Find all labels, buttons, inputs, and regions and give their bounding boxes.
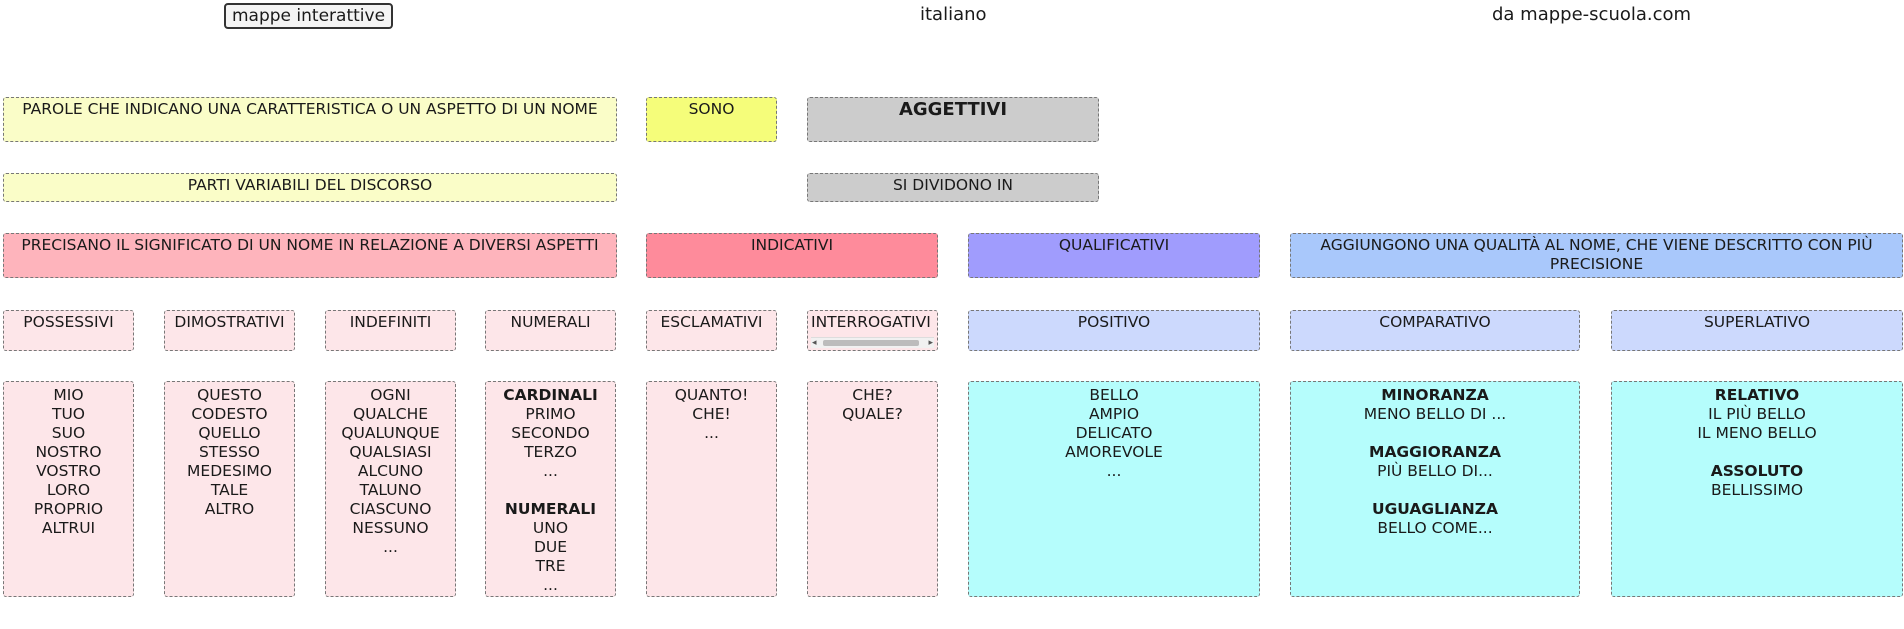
list-item: NOSTRO [35, 443, 102, 461]
indefiniti-box: INDEFINITI [325, 310, 456, 351]
list-item: QUESTO [197, 386, 262, 404]
source-label: da mappe-scuola.com [1492, 4, 1692, 25]
positivo-examples: BELLO AMPIO DELICATO AMOREVOLE ... [968, 381, 1260, 597]
sono-box: SONO [646, 97, 777, 142]
assoluto-heading: ASSOLUTO [1710, 462, 1804, 480]
list-item: AMPIO [1088, 405, 1140, 423]
superlativo-box: SUPERLATIVO [1611, 310, 1903, 351]
scroll-left-icon[interactable]: ◂ [812, 338, 817, 348]
dimostrativi-box: DIMOSTRATIVI [164, 310, 295, 351]
list-item: QUALCHE [352, 405, 429, 423]
list-item: SECONDO [511, 424, 590, 442]
list-item: TUO [51, 405, 85, 423]
precisano-box: PRECISANO IL SIGNIFICATO DI UN NOME IN R… [3, 233, 617, 278]
scroll-right-icon[interactable]: ▸ [928, 338, 933, 348]
list-item: MEDESIMO [187, 462, 272, 480]
list-item: SUO [51, 424, 86, 442]
list-item: BELLISSIMO [1710, 481, 1804, 499]
list-item: CODESTO [191, 405, 268, 423]
interrogativi-examples: CHE? QUALE? [807, 381, 938, 597]
esclamativi-examples: QUANTO! CHE! ... [646, 381, 777, 597]
list-item: CHE! [692, 405, 731, 423]
comparativo-examples: MINORANZA MENO BELLO DI ... MAGGIORANZA … [1290, 381, 1580, 597]
possessivi-box: POSSESSIVI [3, 310, 134, 351]
list-item: QUALUNQUE [341, 424, 440, 442]
cardinali-heading: CARDINALI [503, 386, 598, 404]
list-item: ALTRO [204, 500, 255, 518]
list-item: TALUNO [359, 481, 422, 499]
list-item: QUELLO [198, 424, 261, 442]
spacer [492, 481, 609, 500]
list-item: QUALE? [842, 405, 903, 423]
superlativo-examples: RELATIVO IL PIÙ BELLO IL MENO BELLO ASSO… [1611, 381, 1903, 597]
list-item: TRE [535, 557, 566, 575]
interrogativi-label: INTERROGATIVI [811, 313, 931, 331]
list-item: NESSUNO [352, 519, 429, 537]
list-item: AMOREVOLE [1065, 443, 1163, 461]
maggioranza-heading: MAGGIORANZA [1369, 443, 1501, 461]
subject-label: italiano [920, 4, 987, 25]
uguaglianza-heading: UGUAGLIANZA [1372, 500, 1498, 518]
scroll-thumb[interactable] [823, 340, 919, 346]
divide-box: SI DIVIDONO IN [807, 173, 1099, 202]
list-item: BELLO [1089, 386, 1139, 404]
list-item: IL PIÙ BELLO [1708, 405, 1806, 423]
relativo-heading: RELATIVO [1714, 386, 1800, 404]
list-item: ... [704, 424, 719, 442]
horizontal-scrollbar[interactable]: ◂ ▸ [811, 337, 934, 348]
list-item: IL MENO BELLO [1697, 424, 1817, 442]
list-item: STESSO [199, 443, 260, 461]
esclamativi-box: ESCLAMATIVI [646, 310, 777, 351]
definition-box: PAROLE CHE INDICANO UNA CARATTERISTICA O… [3, 97, 617, 142]
qualificativi-box: QUALIFICATIVI [968, 233, 1260, 278]
spacer [1297, 424, 1573, 443]
list-item: ... [543, 462, 558, 480]
indefiniti-examples: OGNI QUALCHE QUALUNQUE QUALSIASI ALCUNO … [325, 381, 456, 597]
indicativi-box: INDICATIVI [646, 233, 938, 278]
list-item: QUANTO! [674, 386, 749, 404]
list-item: DUE [533, 538, 568, 556]
interrogativi-box: INTERROGATIVI ◂ ▸ [807, 310, 938, 351]
list-item: MIO [53, 386, 84, 404]
list-item: OGNI [370, 386, 411, 404]
list-item: QUALSIASI [349, 443, 432, 461]
positivo-box: POSITIVO [968, 310, 1260, 351]
possessivi-examples: MIO TUO SUO NOSTRO VOSTRO LORO PROPRIO A… [3, 381, 134, 597]
list-item: TERZO [524, 443, 577, 461]
list-item: CHE? [852, 386, 893, 404]
list-item: ALCUNO [357, 462, 424, 480]
mappe-interattive-button[interactable]: mappe interattive [224, 3, 394, 29]
page-title: AGGETTIVI [807, 97, 1099, 142]
list-item: MENO BELLO DI ... [1363, 405, 1507, 423]
list-item: CIASCUNO [349, 500, 432, 518]
list-item: PRIMO [525, 405, 576, 423]
numerali-heading: NUMERALI [504, 500, 597, 518]
list-item: ... [543, 576, 558, 594]
numerali-box: NUMERALI [485, 310, 616, 351]
list-item: LORO [46, 481, 91, 499]
list-item: TALE [210, 481, 249, 499]
list-item: PIÙ BELLO DI... [1377, 462, 1493, 480]
spacer [1297, 481, 1573, 500]
list-item: ... [1106, 462, 1122, 480]
comparativo-box: COMPARATIVO [1290, 310, 1580, 351]
dimostrativi-examples: QUESTO CODESTO QUELLO STESSO MEDESIMO TA… [164, 381, 295, 597]
list-item: VOSTRO [36, 462, 101, 480]
list-item: BELLO COME... [1377, 519, 1493, 537]
list-item: ... [383, 538, 398, 556]
aggiungono-box: AGGIUNGONO UNA QUALITÀ AL NOME, CHE VIEN… [1290, 233, 1903, 278]
numerali-examples: CARDINALI PRIMO SECONDO TERZO ... NUMERA… [485, 381, 616, 597]
list-item: DELICATO [1075, 424, 1153, 442]
spacer [1618, 443, 1896, 462]
list-item: UNO [532, 519, 569, 537]
list-item: PROPRIO [33, 500, 104, 518]
minoranza-heading: MINORANZA [1381, 386, 1489, 404]
list-item: ALTRUI [41, 519, 96, 537]
parts-box: PARTI VARIABILI DEL DISCORSO [3, 173, 617, 202]
